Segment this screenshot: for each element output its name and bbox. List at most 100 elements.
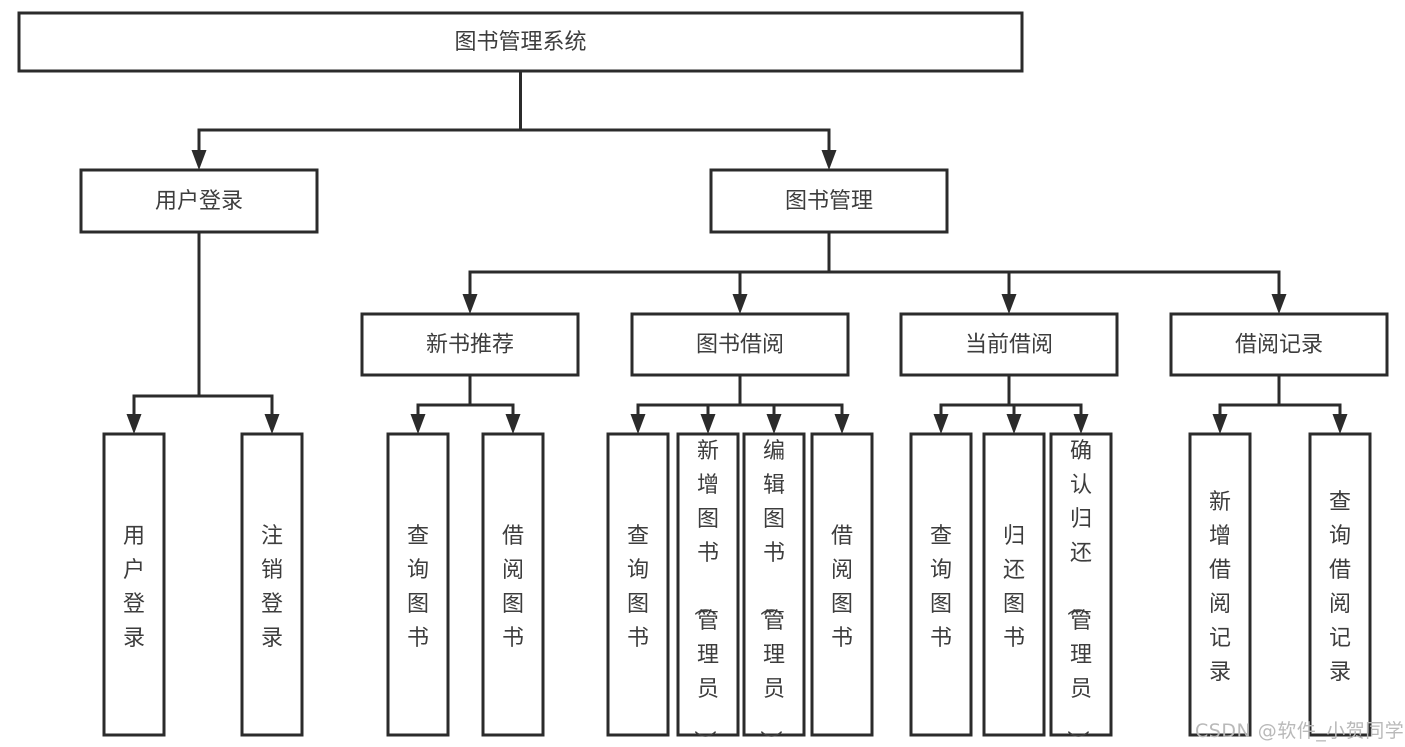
connector-line bbox=[1218, 375, 1281, 414]
node-leaf_2[interactable]: 注销登录 bbox=[240, 432, 304, 737]
node-box[interactable] bbox=[1169, 312, 1389, 377]
node-label: 图书借阅 bbox=[696, 333, 784, 358]
node-label: 图书管理系统 bbox=[454, 30, 586, 55]
node-leaf_8[interactable]: 借阅图书 bbox=[810, 432, 874, 737]
node-box[interactable] bbox=[1308, 432, 1372, 737]
node-label: 当前借阅 bbox=[965, 333, 1053, 358]
connector-line bbox=[706, 375, 742, 414]
node-box[interactable] bbox=[481, 432, 545, 737]
node-box[interactable] bbox=[742, 432, 806, 737]
node-l3_a[interactable]: 新书推荐 bbox=[360, 312, 580, 377]
connector-l2_b-to-l3_d bbox=[827, 232, 1287, 314]
node-box[interactable] bbox=[982, 432, 1046, 737]
node-label: 新书推荐 bbox=[426, 333, 514, 358]
node-label: 新增图书（管理员） bbox=[691, 439, 719, 747]
node-leaf_3[interactable]: 查询图书 bbox=[386, 432, 450, 737]
node-label: 借阅图书 bbox=[831, 524, 853, 651]
node-label: 用户登录 bbox=[123, 524, 145, 651]
node-leaf_13[interactable]: 查询借阅记录 bbox=[1308, 432, 1372, 737]
node-box[interactable] bbox=[1188, 432, 1252, 737]
arrow-head-icon bbox=[1073, 414, 1089, 434]
node-label: 确认归还（管理员） bbox=[1064, 439, 1092, 747]
connector-line bbox=[519, 71, 831, 150]
connector-line bbox=[738, 375, 844, 414]
node-box[interactable] bbox=[386, 432, 450, 737]
connector-line bbox=[416, 375, 472, 414]
node-root[interactable]: 图书管理系统 bbox=[17, 11, 1024, 73]
node-label: 图书管理 bbox=[785, 189, 873, 214]
connector-l3_a-to-leaf_3 bbox=[410, 375, 472, 434]
arrow-head-icon bbox=[191, 150, 207, 170]
node-label: 注销登录 bbox=[261, 524, 283, 651]
node-leaf_10[interactable]: 归还图书 bbox=[982, 432, 1046, 737]
node-leaf_7[interactable]: 编辑图书（管理员） bbox=[742, 432, 806, 747]
connector-line bbox=[1277, 375, 1342, 414]
node-label: 借阅记录 bbox=[1235, 333, 1323, 358]
node-label: 借阅图书 bbox=[502, 524, 524, 651]
arrow-head-icon bbox=[264, 414, 280, 434]
connector-l3_c-to-leaf_11 bbox=[1007, 375, 1089, 434]
connector-line bbox=[738, 232, 831, 294]
node-box[interactable] bbox=[909, 432, 973, 737]
arrow-head-icon bbox=[732, 294, 748, 314]
node-box[interactable] bbox=[360, 312, 580, 377]
arrow-head-icon bbox=[410, 414, 426, 434]
node-box[interactable] bbox=[1049, 432, 1113, 737]
node-l3_d[interactable]: 借阅记录 bbox=[1169, 312, 1389, 377]
node-leaf_11[interactable]: 确认归还（管理员） bbox=[1049, 432, 1113, 747]
node-box[interactable] bbox=[630, 312, 850, 377]
connectors-layer bbox=[126, 71, 1348, 434]
connector-line bbox=[197, 71, 522, 150]
connector-line bbox=[1007, 375, 1083, 414]
node-box[interactable] bbox=[606, 432, 670, 737]
connector-l3_d-to-leaf_12 bbox=[1212, 375, 1281, 434]
nodes-layer: 图书管理系统用户登录图书管理新书推荐图书借阅当前借阅借阅记录用户登录注销登录查询… bbox=[17, 11, 1389, 747]
node-label: 查询图书 bbox=[930, 524, 952, 651]
arrow-head-icon bbox=[1001, 294, 1017, 314]
node-box[interactable] bbox=[79, 168, 319, 234]
arrow-head-icon bbox=[1212, 414, 1228, 434]
connector-l3_a-to-leaf_4 bbox=[468, 375, 521, 434]
connector-root-to-l2_a bbox=[191, 71, 522, 170]
arrow-head-icon bbox=[126, 414, 142, 434]
arrow-head-icon bbox=[821, 150, 837, 170]
node-l3_b[interactable]: 图书借阅 bbox=[630, 312, 850, 377]
arrow-head-icon bbox=[1332, 414, 1348, 434]
connector-l2_b-to-l3_b bbox=[732, 232, 831, 314]
arrow-head-icon bbox=[766, 414, 782, 434]
node-leaf_5[interactable]: 查询图书 bbox=[606, 432, 670, 737]
node-label: 查询图书 bbox=[407, 524, 429, 651]
node-box[interactable] bbox=[17, 11, 1024, 73]
node-leaf_1[interactable]: 用户登录 bbox=[102, 432, 166, 737]
node-label: 查询图书 bbox=[627, 524, 649, 651]
arrow-head-icon bbox=[462, 294, 478, 314]
node-box[interactable] bbox=[676, 432, 740, 737]
connector-l2_a-to-leaf_2 bbox=[197, 232, 280, 434]
connector-l3_d-to-leaf_13 bbox=[1277, 375, 1348, 434]
connector-root-to-l2_b bbox=[519, 71, 837, 170]
node-leaf_9[interactable]: 查询图书 bbox=[909, 432, 973, 737]
node-box[interactable] bbox=[810, 432, 874, 737]
arrow-head-icon bbox=[834, 414, 850, 434]
node-box[interactable] bbox=[240, 432, 304, 737]
node-leaf_6[interactable]: 新增图书（管理员） bbox=[676, 432, 740, 747]
node-label: 新增借阅记录 bbox=[1209, 490, 1231, 685]
arrow-head-icon bbox=[505, 414, 521, 434]
connector-line bbox=[827, 232, 1011, 294]
node-box[interactable] bbox=[102, 432, 166, 737]
connector-line bbox=[468, 375, 515, 414]
connector-line bbox=[197, 232, 274, 414]
node-leaf_12[interactable]: 新增借阅记录 bbox=[1188, 432, 1252, 737]
node-l2_a[interactable]: 用户登录 bbox=[79, 168, 319, 234]
node-box[interactable] bbox=[709, 168, 949, 234]
node-label: 编辑图书（管理员） bbox=[757, 439, 785, 747]
connector-line bbox=[939, 375, 1011, 414]
node-l3_c[interactable]: 当前借阅 bbox=[899, 312, 1119, 377]
connector-l3_b-to-leaf_8 bbox=[738, 375, 850, 434]
node-leaf_4[interactable]: 借阅图书 bbox=[481, 432, 545, 737]
connector-line bbox=[827, 232, 1281, 294]
node-label: 归还图书 bbox=[1003, 524, 1025, 651]
node-l2_b[interactable]: 图书管理 bbox=[709, 168, 949, 234]
node-box[interactable] bbox=[899, 312, 1119, 377]
